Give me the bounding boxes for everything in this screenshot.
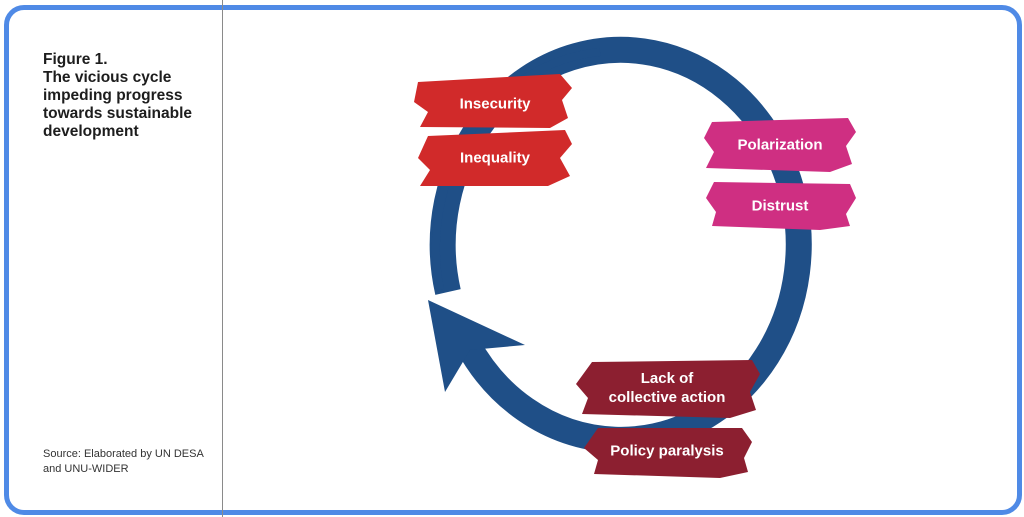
- source-note: Source: Elaborated by UN DESA and UNU-WI…: [43, 447, 204, 477]
- label-line: Lack of: [640, 370, 694, 387]
- title-line: Figure 1.: [43, 51, 108, 68]
- label-brush-policy-paralysis: [584, 428, 752, 478]
- label-brush-lack-of-collective-action: [576, 360, 760, 418]
- arrowhead-icon: [428, 300, 525, 392]
- source-line: Source: Elaborated by UN DESA: [43, 448, 204, 460]
- divider: [222, 0, 223, 517]
- figure-frame: [4, 5, 1022, 515]
- label-brush-distrust: [706, 182, 856, 230]
- label-distrust: Distrust: [751, 197, 809, 215]
- label-lack-of-collective-action: Lack of collective action: [609, 369, 726, 407]
- label-inequality: Inequality: [459, 149, 531, 167]
- figure-title: Figure 1. The vicious cycle impeding pro…: [43, 51, 218, 141]
- label-insecurity: Insecurity: [459, 95, 531, 113]
- cycle-arc-inner: [431, 48, 601, 291]
- label-brush-polarization: [704, 118, 856, 172]
- label-polarization: Polarization: [737, 136, 823, 154]
- source-line: and UNU-WIDER: [43, 463, 129, 475]
- label-brush-inequality: [418, 130, 572, 186]
- label-policy-paralysis: Policy paralysis: [610, 442, 724, 460]
- title-line: impeding progress: [43, 87, 183, 104]
- title-line: development: [43, 123, 139, 140]
- title-line: The vicious cycle: [43, 69, 172, 86]
- label-line: collective action: [608, 389, 726, 406]
- label-brush-insecurity: [414, 74, 572, 128]
- title-line: towards sustainable: [43, 105, 193, 122]
